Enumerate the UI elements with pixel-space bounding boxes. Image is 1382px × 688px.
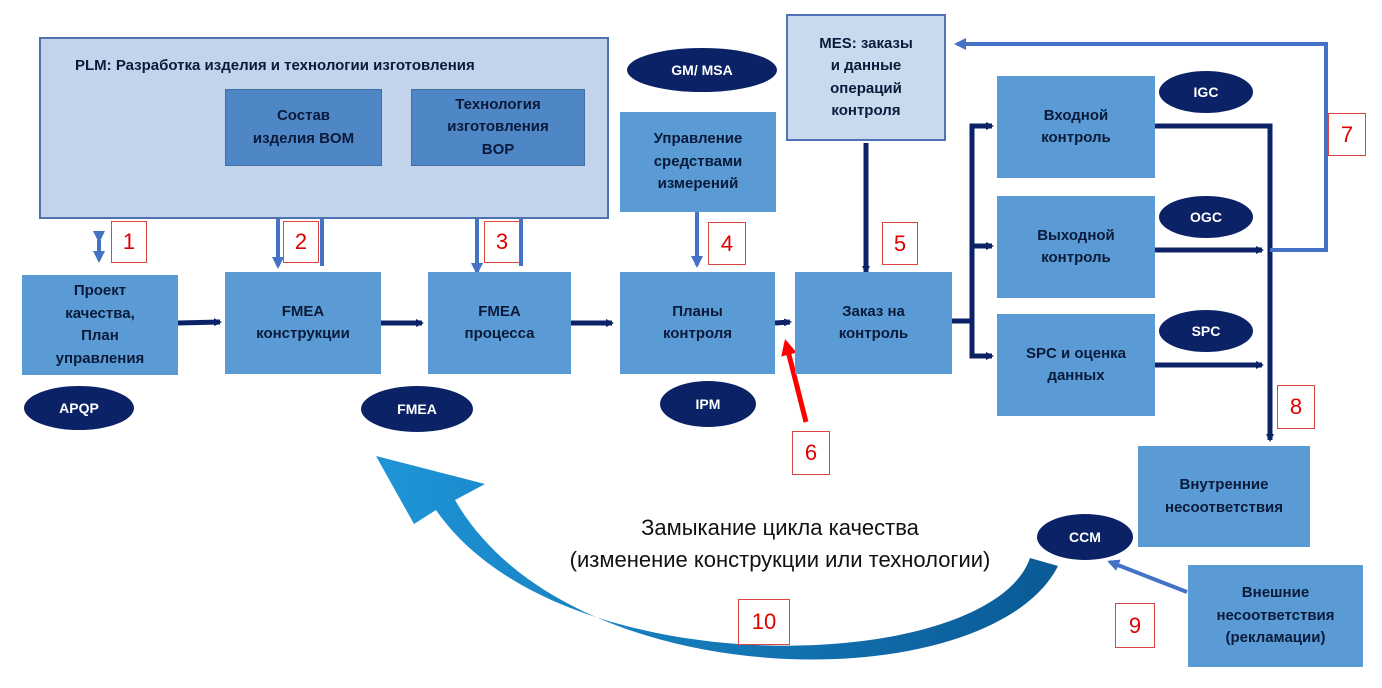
incoming-line-1: Входной [1043, 106, 1109, 124]
step-number-1: 1 [111, 221, 147, 263]
spc-line-1: SPC и оценка [1025, 344, 1127, 362]
project-line-1: Проект [73, 282, 127, 299]
outgoing-inspection-box: Выходной контроль [997, 196, 1155, 298]
project-line-3: План [81, 327, 119, 344]
bom-line-1: Состав [276, 107, 331, 124]
oval-gm-msa: GM/ MSA [627, 48, 777, 92]
mes-line-2: и данные [830, 57, 902, 74]
incoming-line-2: контроль [1041, 129, 1111, 146]
mes-box: MES: заказы и данные операций контроля [786, 14, 946, 141]
internal-nc-line-1: Внутренние [1179, 476, 1269, 493]
internal-nonconformities-box: Внутренние несоответствия [1138, 446, 1310, 547]
spc-line-2: данных [1047, 367, 1105, 384]
bom-line-2: изделия BOM [252, 129, 355, 147]
fmea-process-line-1: FMEA [478, 302, 521, 320]
oval-igc: IGC [1159, 71, 1253, 113]
control-plans-line-1: Планы [672, 302, 723, 320]
step-number-7: 7 [1328, 113, 1366, 156]
mes-line-1: MES: заказы [819, 34, 913, 52]
outgoing-line-2: контроль [1041, 249, 1111, 266]
bop-line-3: BOP [481, 140, 515, 158]
caption-line-2: (изменение конструкции или технологии) [569, 546, 991, 572]
inspection-order-line-2: контроль [838, 325, 909, 342]
main-flow-arrows [177, 122, 1274, 442]
fmea-process-line-2: процесса [464, 325, 535, 342]
project-line-2: качества, [65, 304, 135, 322]
step-number-5: 5 [882, 222, 918, 265]
external-nc-line-3: (рекламации) [1225, 629, 1326, 647]
step-number-6: 6 [792, 431, 830, 475]
control-plans-box: Планы контроля [620, 272, 775, 374]
bom-box: Состав изделия BOM [225, 89, 382, 166]
control-plans-line-2: контроля [662, 325, 733, 342]
step-number-2: 2 [283, 221, 319, 263]
oval-ipm: IPM [660, 381, 756, 427]
plm-title: PLM: Разработка изделия и технологии изг… [75, 57, 475, 74]
oval-ccm: CCM [1037, 514, 1133, 560]
outgoing-line-1: Выходной [1037, 226, 1115, 244]
inspection-order-line-1: Заказ на [842, 302, 905, 320]
gauge-line-1: Управление [653, 130, 743, 148]
step-number-9: 9 [1115, 603, 1155, 648]
quality-loop-arrow [376, 456, 1058, 660]
quality-loop-caption: Замыкание цикла качества (изменение конс… [520, 512, 1040, 576]
step-number-4: 4 [708, 222, 746, 265]
mes-line-4: контроля [831, 102, 901, 119]
external-nonconformities-box: Внешние несоответствия (рекламации) [1188, 565, 1363, 667]
step-number-10: 10 [738, 599, 790, 645]
fmea-design-box: FMEA конструкции [225, 272, 381, 374]
internal-nc-line-2: несоответствия [1164, 498, 1284, 516]
step-number-8: 8 [1277, 385, 1315, 429]
arrow-6-red [781, 339, 809, 423]
mes-line-3: операций [830, 79, 902, 97]
oval-apqp: APQP [24, 386, 134, 430]
oval-ogc: OGC [1159, 196, 1253, 238]
project-line-4: управления [55, 349, 145, 367]
oval-spc: SPC [1159, 310, 1253, 352]
bop-line-2: изготовления [447, 118, 549, 136]
spc-analysis-box: SPC и оценка данных [997, 314, 1155, 416]
gauge-line-3: измерений [657, 175, 739, 193]
gauge-line-2: средствами [653, 152, 743, 170]
fmea-design-line-2: конструкции [256, 325, 350, 342]
fmea-design-line-1: FMEA [281, 302, 325, 320]
inspection-order-box: Заказ на контроль [795, 272, 952, 374]
quality-project-box: Проект качества, План управления [22, 275, 178, 375]
gauge-management-box: Управление средствами измерений [620, 112, 776, 212]
incoming-inspection-box: Входной контроль [997, 76, 1155, 178]
external-nc-line-1: Внешние [1241, 584, 1310, 602]
caption-line-1: Замыкание цикла качества [641, 515, 919, 540]
external-nc-line-2: несоответствия [1216, 606, 1335, 624]
fmea-process-box: FMEA процесса [428, 272, 571, 374]
bop-line-1: Технология [455, 95, 541, 113]
step-number-3: 3 [484, 221, 520, 263]
oval-fmea: FMEA [361, 386, 473, 432]
